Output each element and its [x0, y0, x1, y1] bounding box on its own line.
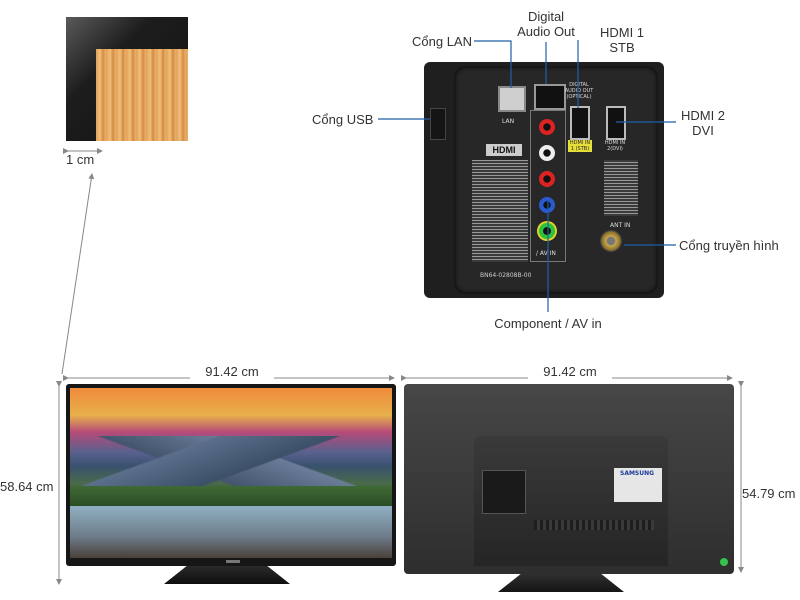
usb-slot: [430, 108, 446, 140]
jack-red: [539, 119, 555, 135]
spec-label-block: [472, 160, 528, 262]
hdmi-logo: HDMI: [486, 144, 522, 156]
bezel-screen-area: [96, 49, 188, 141]
label-height-front: 58.64 cm: [0, 479, 54, 494]
lan-leader: [474, 40, 512, 88]
tv-back: SAMSUNG: [404, 384, 734, 574]
rear-panel-closeup: LAN DIGITAL AUDIO OUT (OPTICAL) HDMI IN …: [424, 62, 664, 298]
ant-in-port: [600, 230, 622, 252]
av-in-label: / AV IN: [536, 250, 556, 257]
label-lan: Cổng LAN: [412, 34, 472, 49]
label-bezel: 1 cm: [66, 152, 95, 167]
lan-port: [498, 86, 526, 112]
jack-white: [539, 145, 555, 161]
tv-back-stand: [498, 574, 624, 592]
label-digital-audio-line2: Audio Out: [517, 24, 575, 39]
tv-front-stand: [164, 566, 290, 584]
spec-label-block-2: [604, 160, 638, 216]
lan-port-label: LAN: [502, 118, 515, 125]
part-number: BN64-02808B-00: [480, 272, 532, 279]
tv-back-vents: [534, 520, 654, 530]
label-tv-port: Cổng truyền hình: [679, 238, 779, 253]
power-indicator: [720, 558, 728, 566]
tv-back-sticker: [614, 468, 662, 502]
optical-port: [534, 84, 566, 110]
optical-port-label: DIGITAL AUDIO OUT (OPTICAL): [564, 82, 594, 100]
ant-in-label: ANT IN: [610, 222, 631, 229]
bezel-closeup: [66, 17, 188, 141]
jack-red-2: [539, 171, 555, 187]
jack-yellow-green: [537, 221, 557, 241]
label-hdmi2-line1: HDMI 2: [680, 108, 726, 123]
label-width-front: 91.42 cm: [190, 364, 274, 379]
label-hdmi1-line1: HDMI 1: [599, 25, 645, 40]
label-height-back: 54.79 cm: [742, 486, 796, 501]
label-digital-audio: Digital Audio Out: [506, 9, 586, 39]
tv-back-port-area: [482, 470, 526, 514]
zoom-leader: [61, 173, 95, 375]
label-hdmi2: HDMI 2 DVI: [676, 108, 730, 138]
component-jacks: [530, 110, 566, 262]
label-width-back: 91.42 cm: [528, 364, 612, 379]
jack-blue: [539, 197, 555, 213]
label-hdmi1: HDMI 1 STB: [590, 25, 654, 55]
hdmi2-port: [606, 106, 626, 140]
label-digital-audio-line1: Digital: [527, 9, 565, 24]
label-hdmi2-line2: DVI: [692, 123, 714, 138]
hdmi1-port-label: HDMI IN 1 (STB): [568, 140, 592, 152]
label-component: Component / AV in: [494, 316, 602, 331]
tv-back-brand: SAMSUNG: [620, 470, 655, 477]
tv-front-screen: [70, 388, 392, 558]
screen-shore: [70, 486, 392, 508]
tv-front: [66, 384, 396, 566]
tv-front-logo: [226, 560, 240, 563]
screen-lake: [70, 506, 392, 558]
label-hdmi1-line2: STB: [609, 40, 635, 55]
hdmi2-port-label: HDMI IN 2(DVI): [604, 140, 626, 152]
hdmi1-port: [570, 106, 590, 140]
label-usb: Cổng USB: [312, 112, 374, 127]
